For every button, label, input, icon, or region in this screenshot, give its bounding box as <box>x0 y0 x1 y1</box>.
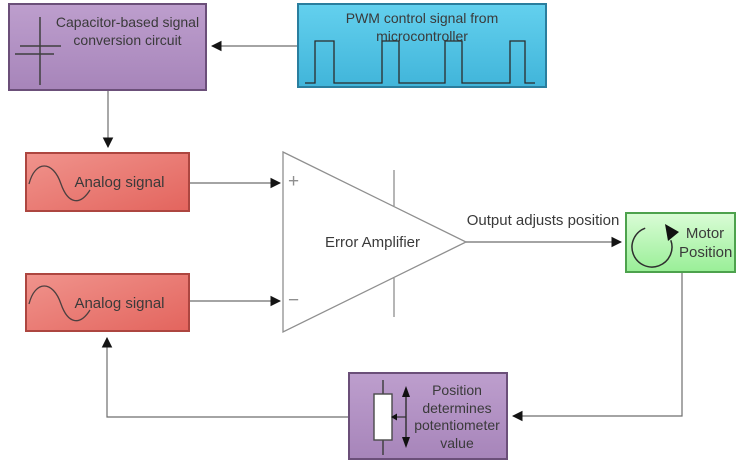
motor-position-node: Motor Position <box>625 212 736 273</box>
capacitor-icon <box>15 17 61 85</box>
rotation-icon <box>631 224 679 268</box>
capacitor-node-label: Capacitor-based signal conversion circui… <box>55 14 200 48</box>
arrow-potentiometer-to-analog-bottom <box>101 336 348 418</box>
amp-minus-input-sign: − <box>288 290 300 311</box>
potentiometer-node: Position determines potentiometer value <box>348 372 508 460</box>
output-adjusts-position-label: Output adjusts position <box>466 212 620 229</box>
arrow-motor-to-potentiometer <box>511 273 683 422</box>
amp-plus-input-sign: + <box>288 171 300 192</box>
pwm-signal-node: PWM control signal from microcontroller <box>297 3 547 88</box>
analog-bottom-label: Analog signal <box>74 295 165 312</box>
motor-node-label: Motor Position <box>679 225 733 261</box>
analog-signal-bottom-node: Analog signal <box>25 273 190 332</box>
error-amplifier-label: Error Amplifier <box>324 234 421 251</box>
potentiometer-node-label: Position determines potentiometer value <box>414 382 500 451</box>
analog-top-label: Analog signal <box>74 174 165 191</box>
sine-wave-icon <box>28 165 91 202</box>
analog-signal-top-node: Analog signal <box>25 152 190 212</box>
capacitor-conversion-node: Capacitor-based signal conversion circui… <box>8 3 207 91</box>
pwm-waveform-icon <box>305 40 535 84</box>
potentiometer-icon <box>373 380 410 455</box>
pwm-node-label: PWM control signal from microcontroller <box>345 10 499 44</box>
sine-wave-icon <box>28 285 91 322</box>
